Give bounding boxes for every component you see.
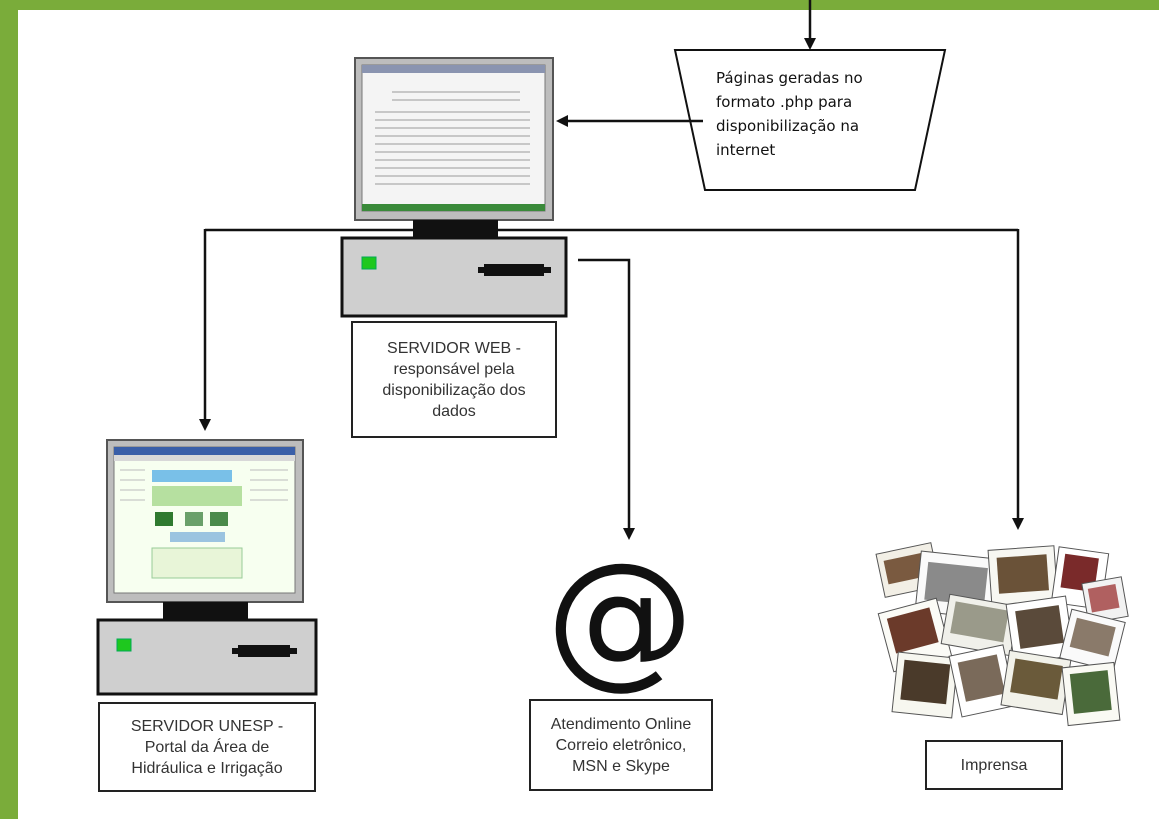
unesp-server-cpu-icon	[96, 618, 318, 696]
web-server-label: SERVIDOR WEB - responsável pela disponib…	[351, 321, 557, 438]
unesp-server-label: SERVIDOR UNESP - Portal da Área de Hidrá…	[98, 702, 316, 792]
pages-generator-shape	[673, 49, 947, 191]
at-sign-icon: @	[546, 531, 694, 703]
web-server-cpu-icon	[340, 236, 568, 318]
web-server-monitor-icon	[354, 57, 554, 239]
newspaper-collage-icon	[875, 542, 1129, 727]
pages-generator-label: Páginas geradas no formato .php para dis…	[716, 69, 863, 159]
online-service-label: Atendimento Online Correio eletrônico, M…	[529, 699, 713, 791]
unesp-monitor-icon	[106, 439, 304, 619]
arrow-web-to-online	[578, 258, 635, 540]
press-label: Imprensa	[925, 740, 1063, 790]
